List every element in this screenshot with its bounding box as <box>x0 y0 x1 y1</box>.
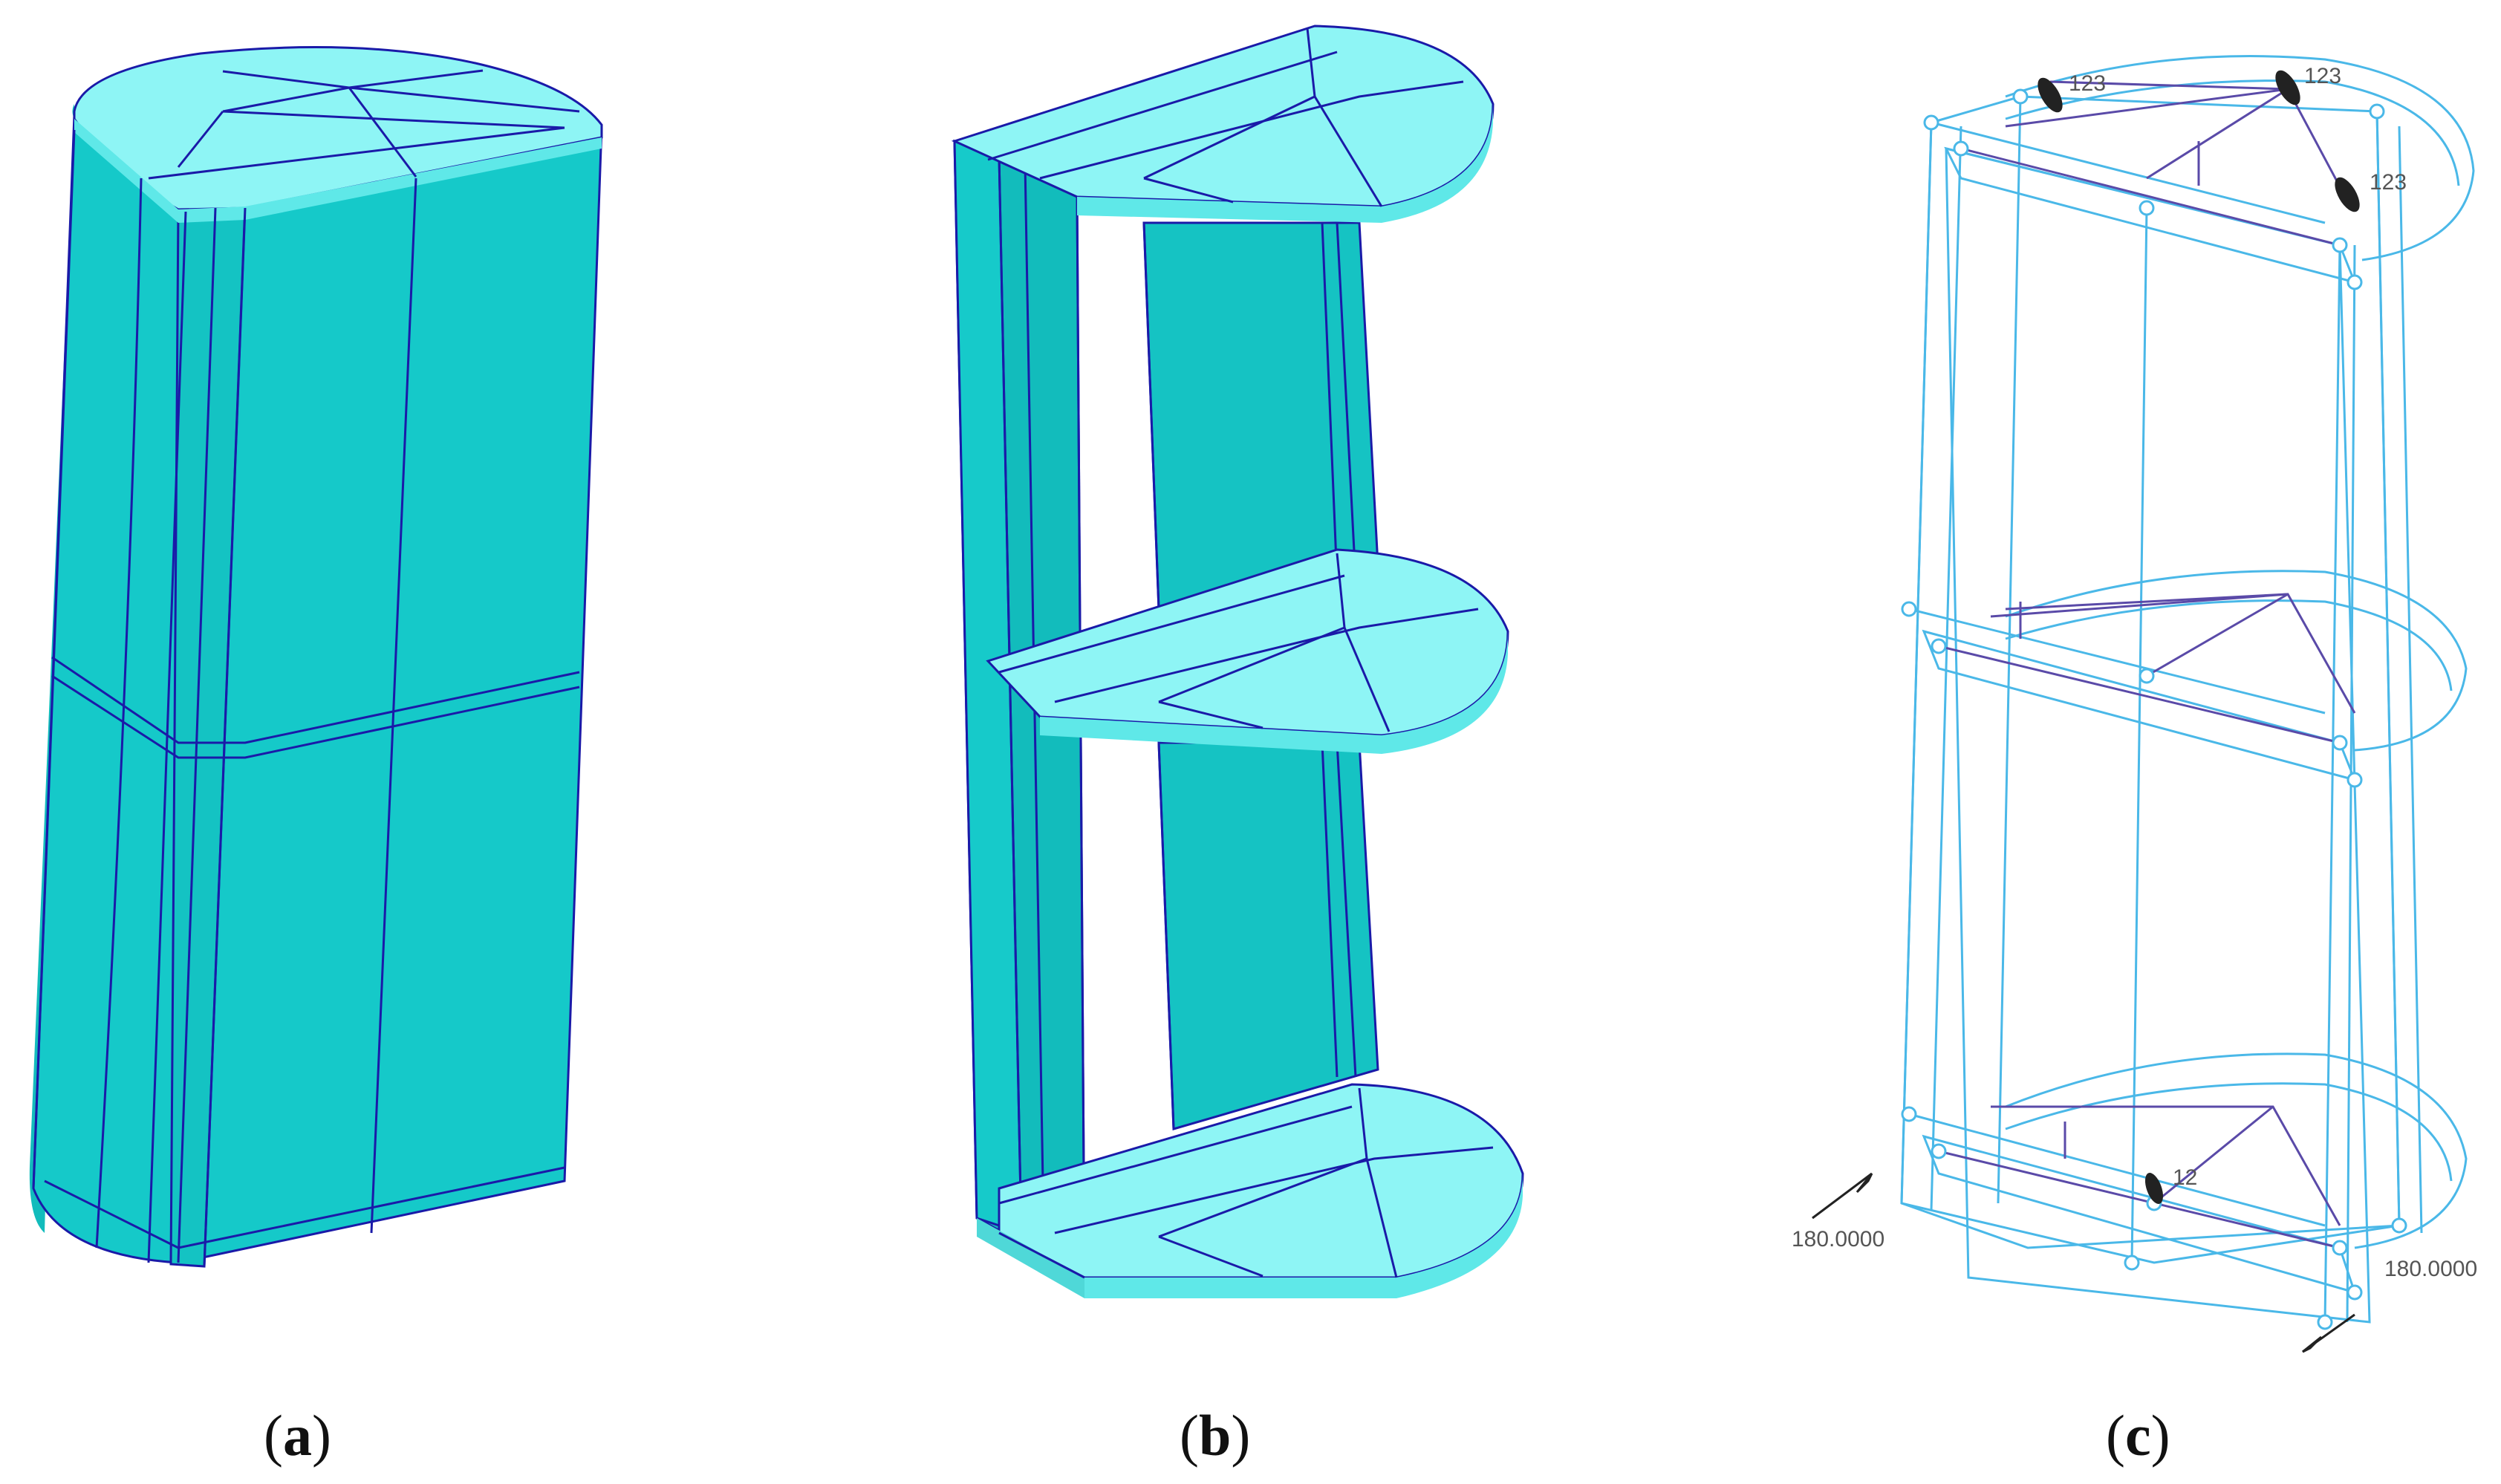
panel-caption-a: (a) <box>264 1403 331 1468</box>
constraint-marker-icon <box>2037 70 2360 1204</box>
load-arrow-icon <box>1812 1172 2355 1353</box>
constraint-label-top-3: 123 <box>2370 170 2407 195</box>
load-label-right: 180.0000 <box>2384 1257 2477 1281</box>
constraint-label-top-1: 123 <box>2069 71 2106 96</box>
constraint-label-top-2: 123 <box>2304 64 2341 88</box>
load-label-left: 180.0000 <box>1792 1227 1884 1252</box>
panel-caption-b: (b) <box>1180 1403 1251 1468</box>
constraint-label-bottom: 12 <box>2173 1165 2197 1190</box>
panel-a-model <box>29 46 603 1268</box>
panel-c-model: 123 123 123 12 180.0000 180.0000 <box>1792 55 2477 1353</box>
panel-b-model <box>951 25 1524 1298</box>
panel-caption-c: (c) <box>2106 1403 2170 1468</box>
